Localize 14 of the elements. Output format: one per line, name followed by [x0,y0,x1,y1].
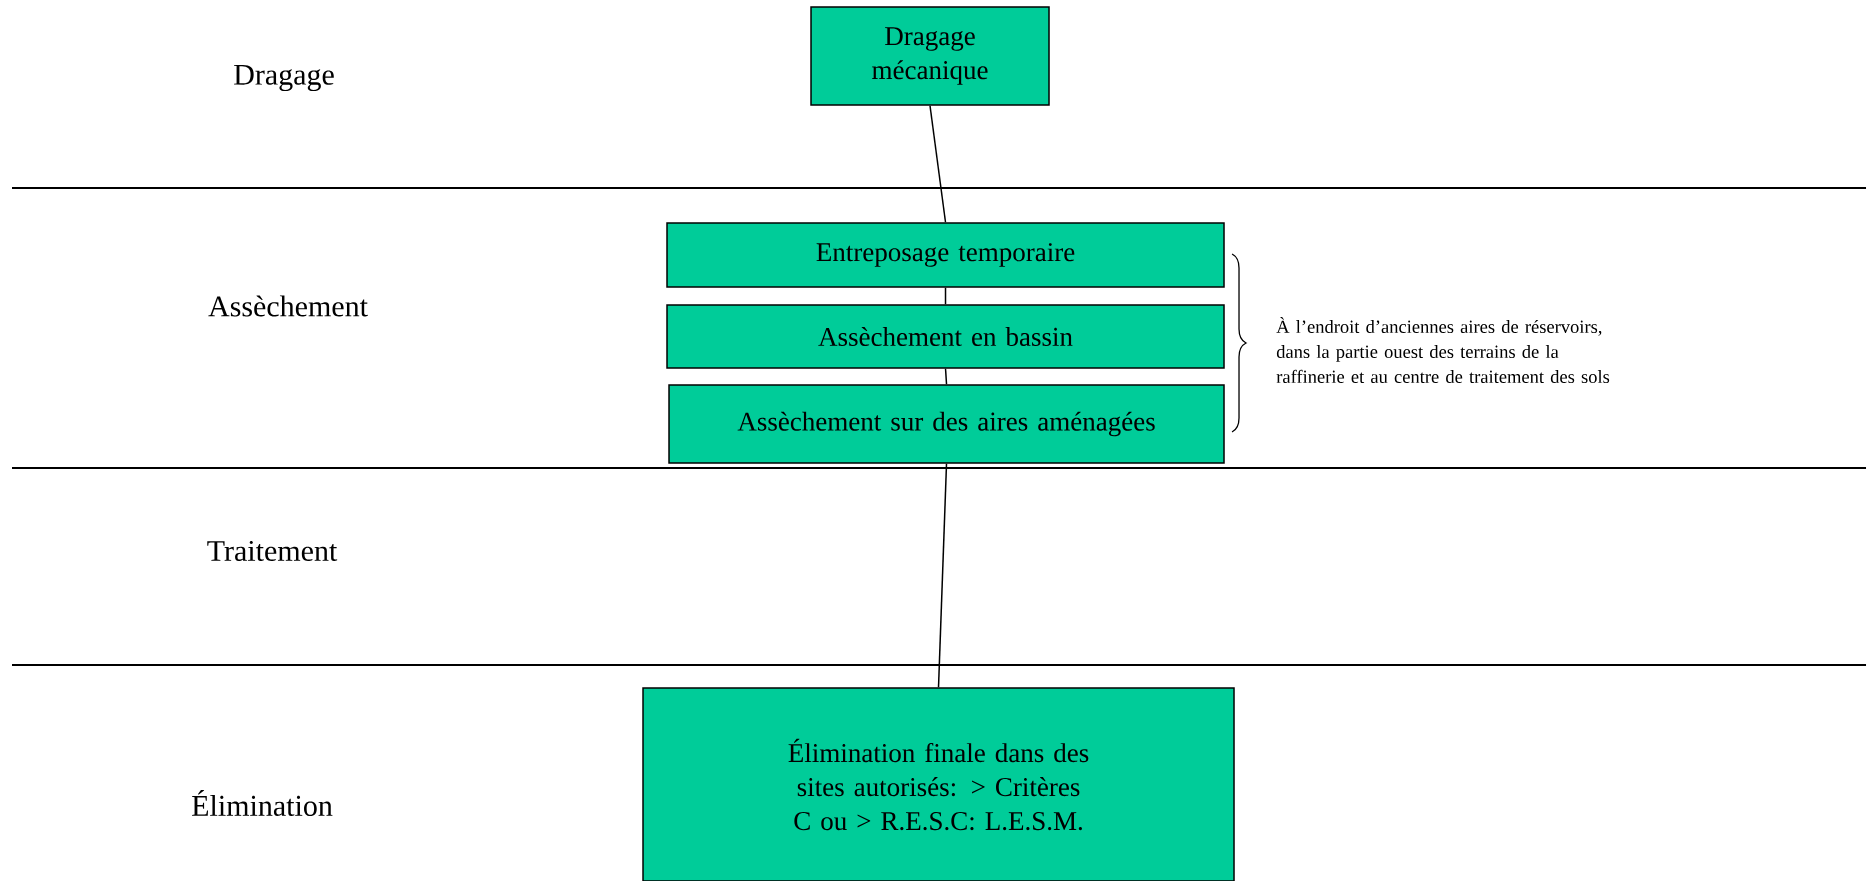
process-box: Assèchement en bassin [666,304,1225,369]
process-box: Dragage mécanique [810,6,1050,106]
phase-label: Assèchement [208,295,368,317]
connector-line [944,368,948,385]
process-box: Entreposage temporaire [666,222,1225,288]
connector-line [944,287,947,305]
phase-label: Dragage [234,64,334,92]
note-text: À l’endroit d’anciennes aires de réservoirs, dans la partie ouest des terrains de la raffinerie et au centre de traitement des sols [1276,316,1610,384]
phase-label: Élimination [192,790,333,817]
process-box: Assèchement sur des aires aménagées [668,384,1225,464]
connector-line [929,105,947,223]
connector-line [937,463,948,688]
process-box: Élimination finale dans des sites autorisés: > Critères C ou > R.E.S.C: L.E.S.M. [642,687,1235,881]
phase-label: Traitement [207,540,338,562]
